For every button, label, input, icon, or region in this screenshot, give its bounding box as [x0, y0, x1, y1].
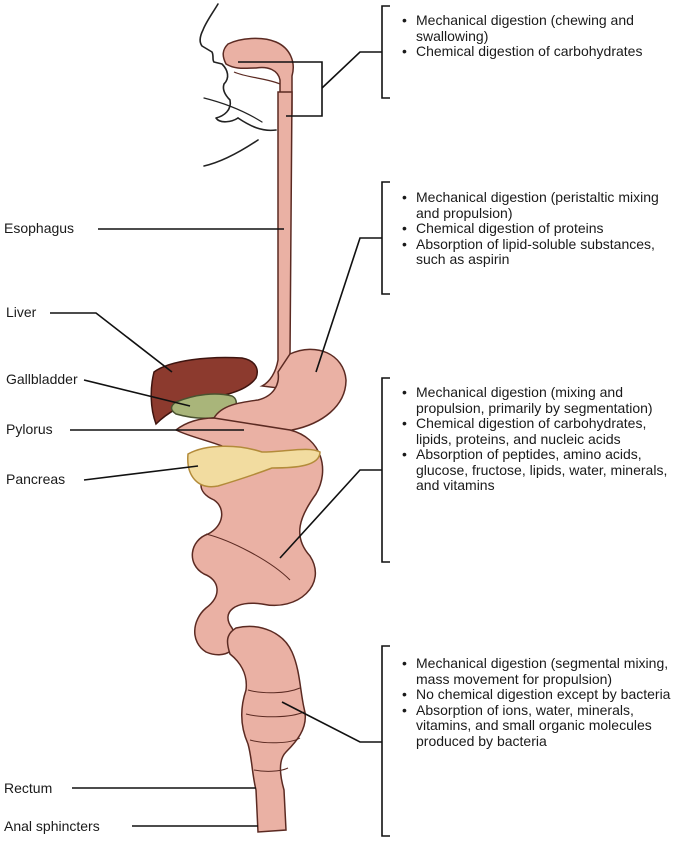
- callout-item: •Mechanical digestion (mixing and propul…: [402, 384, 653, 416]
- callout-large-intestine: •Mechanical digestion (segmental mixing,…: [400, 655, 672, 749]
- callout-brackets: [238, 5, 390, 837]
- liver-leader: [50, 312, 173, 373]
- label-esophagus: Esophagus: [4, 220, 75, 236]
- head-profile-icon: [199, 3, 277, 167]
- large-intestine: [226, 625, 307, 833]
- mouth-bracket: [381, 5, 390, 99]
- label-gallbladder: Gallbladder: [6, 371, 78, 387]
- callout-text: Chemical digestion of carbohydrates, lip…: [416, 415, 647, 447]
- callout-item: •No chemical digestion except by bacteri…: [402, 686, 671, 702]
- mouth-connector: [321, 51, 382, 89]
- label-liver: Liver: [6, 304, 37, 320]
- oral-bracket: [238, 61, 323, 117]
- callout-stomach: •Mechanical digestion (peristaltic mixin…: [400, 189, 672, 268]
- large-intestine-connector: [281, 701, 382, 743]
- callout-item: •Mechanical digestion (segmental mixing,…: [402, 655, 669, 687]
- callout-item: •Absorption of lipid-soluble substances,…: [402, 235, 655, 267]
- stomach-bracket: [381, 181, 390, 295]
- label-anal-sphincters: Anal sphincters: [4, 818, 100, 834]
- label-pancreas: Pancreas: [6, 471, 66, 487]
- callout-text: Mechanical digestion (peristaltic mixing…: [416, 189, 659, 221]
- callout-item: •Chemical digestion of carbohydrates: [402, 43, 643, 59]
- callout-text: Mechanical digestion (segmental mixing, …: [416, 655, 669, 687]
- callout-text: Absorption of lipid-soluble substances, …: [416, 235, 655, 267]
- callout-text: Absorption of peptides, amino acids, glu…: [416, 446, 668, 493]
- gallbladder-leader: [83, 379, 191, 407]
- stomach-connector: [315, 237, 382, 373]
- label-leaders: [50, 228, 284, 827]
- callout-item: •Mechanical digestion (peristaltic mixin…: [402, 189, 659, 221]
- callout-text: Chemical digestion of carbohydrates: [416, 43, 643, 59]
- callout-text: Mechanical digestion (chewing and swallo…: [416, 12, 634, 44]
- pancreas-icon: [187, 445, 321, 488]
- callout-text: Absorption of ions, water, minerals, vit…: [416, 701, 652, 749]
- small-intestine-connector: [279, 469, 382, 559]
- callout-item: •Chemical digestion of carbohydrates, li…: [402, 415, 647, 447]
- callout-item: •Mechanical digestion (chewing and swall…: [402, 12, 634, 44]
- callout-item: •Chemical digestion of proteins: [402, 220, 604, 236]
- label-rectum: Rectum: [4, 780, 53, 796]
- pancreas-leader: [83, 465, 199, 481]
- callout-text: Chemical digestion of proteins: [416, 220, 604, 236]
- callout-text: Mechanical digestion (mixing and propuls…: [416, 384, 653, 416]
- oral-cavity: [222, 37, 294, 115]
- small-intestine-bracket: [381, 377, 390, 563]
- callout-item: •Absorption of peptides, amino acids, gl…: [402, 446, 668, 493]
- callout-text: No chemical digestion except by bacteria: [416, 686, 671, 702]
- esophagus-tube: [259, 91, 296, 391]
- callout-mouth: •Mechanical digestion (chewing and swall…: [400, 12, 672, 60]
- callout-small-intestine: •Mechanical digestion (mixing and propul…: [400, 384, 672, 494]
- callout-item: •Absorption of ions, water, minerals, vi…: [402, 701, 652, 749]
- label-pylorus: Pylorus: [6, 421, 53, 437]
- large-intestine-bracket: [381, 645, 390, 837]
